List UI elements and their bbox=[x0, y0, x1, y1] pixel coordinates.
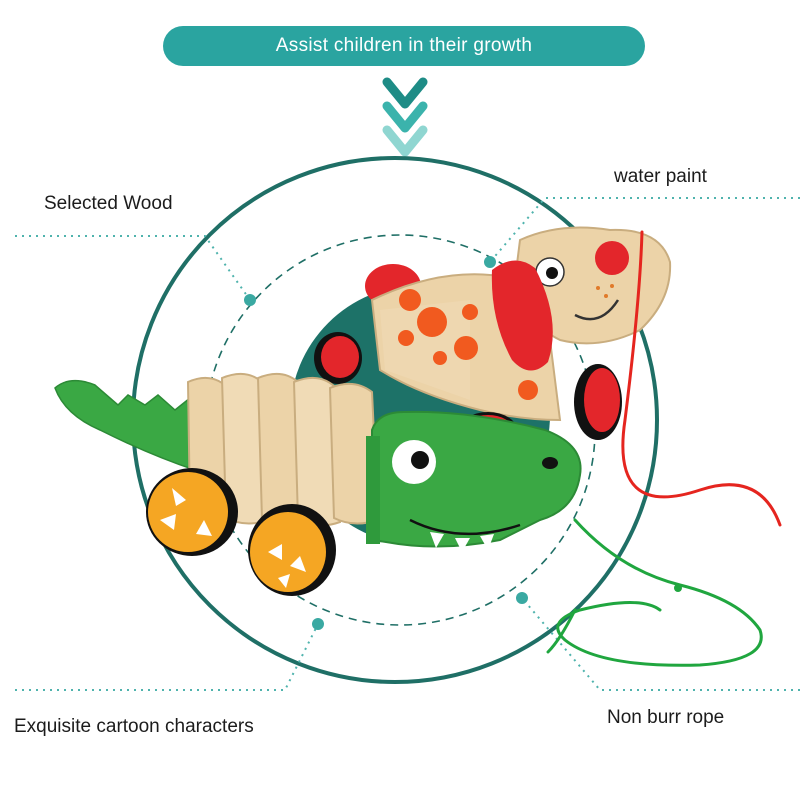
feature-label-selected-wood: Selected Wood bbox=[44, 193, 173, 214]
headline-text: Assist children in their growth bbox=[275, 35, 533, 56]
leader-dots bbox=[244, 256, 528, 630]
chevron-down-icon bbox=[382, 77, 428, 157]
headline-banner: Assist children in their growth bbox=[163, 26, 645, 66]
feature-label-cartoon-characters: Exquisite cartoon characters bbox=[14, 716, 254, 737]
leader-lines bbox=[15, 197, 800, 691]
rope bbox=[546, 230, 782, 667]
crocodile-toy bbox=[54, 372, 582, 596]
dog-toy bbox=[314, 226, 672, 452]
feature-label-water-paint: water paint bbox=[614, 166, 707, 187]
feature-label-non-burr-rope: Non burr rope bbox=[607, 707, 725, 728]
